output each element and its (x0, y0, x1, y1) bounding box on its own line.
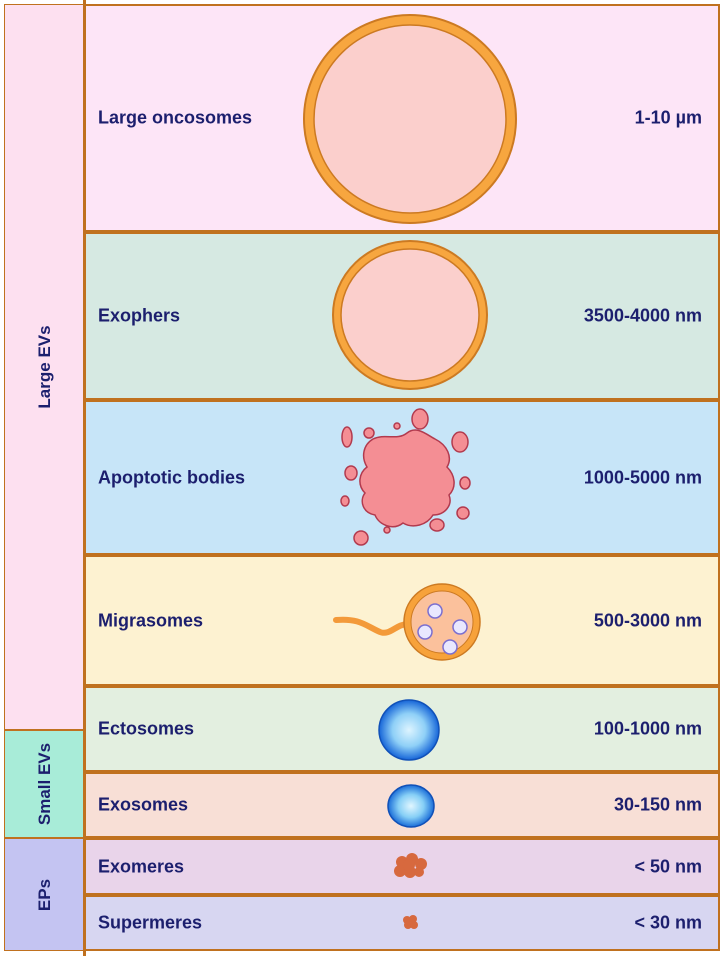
group-label-eps: EPs (34, 878, 54, 911)
row-name: Large oncosomes (98, 107, 253, 128)
row-size: 1000-5000 nm (583, 467, 702, 487)
row-size: 3500-4000 nm (583, 305, 702, 326)
row-name: Exosomes (98, 794, 189, 815)
row-size: < 30 nm (634, 912, 702, 933)
row-name: Exophers (98, 305, 181, 326)
divider-line (83, 0, 86, 956)
row-size: 500-3000 nm (593, 610, 702, 630)
supermere-icon (403, 915, 418, 929)
ectosome-icon (378, 699, 440, 761)
group-label-large-evs: Large EVs (34, 325, 54, 409)
row-name: Ectosomes (98, 718, 195, 739)
row-name: Migrasomes (98, 610, 204, 630)
row-size: 30-150 nm (613, 794, 702, 815)
apoptotic-body-icon (340, 408, 471, 546)
row-supermeres: Supermeres < 30 nm (84, 895, 720, 951)
row-name: Supermeres (98, 912, 203, 933)
row-size: 100-1000 nm (593, 718, 702, 739)
row-migrasomes: Migrasomes 500-3000 nm (84, 555, 720, 686)
row-size: 1-10 µm (634, 107, 702, 128)
row-name: Exomeres (98, 856, 185, 876)
exopher-icon (332, 240, 488, 390)
large-oncosome-icon (303, 14, 517, 224)
migrasome-icon (333, 583, 481, 661)
group-small-evs: Small EVs (4, 730, 84, 838)
group-label-small-evs: Small EVs (34, 742, 54, 826)
row-name: Apoptotic bodies (98, 467, 245, 487)
group-eps: EPs (4, 838, 84, 951)
row-size: < 50 nm (634, 856, 702, 876)
group-large-evs: Large EVs (4, 4, 84, 730)
exomere-icon (394, 853, 427, 878)
exosome-icon (387, 784, 435, 828)
